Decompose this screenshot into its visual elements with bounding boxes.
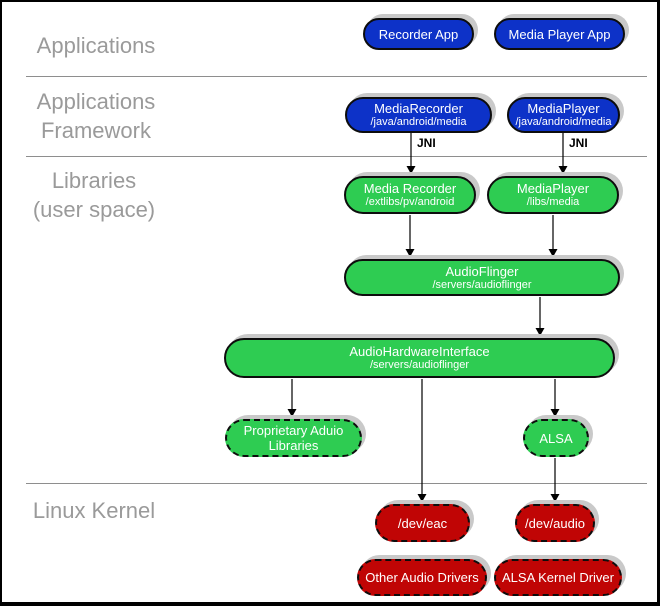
node-media-recorder-lib: Media Recorder /extlibs/pv/android: [344, 176, 476, 214]
layer-label-applications-framework: Applications Framework: [22, 87, 170, 145]
node-media-player-app: Media Player App: [494, 18, 625, 50]
node-title-line2: Libraries: [268, 438, 319, 453]
layer-divider: [26, 483, 647, 484]
node-title: Other Audio Drivers: [365, 570, 479, 585]
node-title: MediaPlayer: [527, 101, 600, 116]
node-title: ALSA Kernel Driver: [502, 570, 614, 585]
node-dev-audio: /dev/audio: [515, 504, 595, 542]
node-recorder-app: Recorder App: [363, 18, 474, 50]
node-title: AudioFlinger: [445, 263, 519, 279]
node-title: MediaPlayer: [516, 181, 590, 196]
node-path: /servers/audioflinger: [432, 278, 532, 291]
node-title: Media Player App: [508, 26, 611, 42]
layer-label-line: Applications: [36, 33, 156, 58]
node-title: /dev/audio: [525, 515, 585, 531]
layer-label-libraries-user-space: Libraries (user space): [18, 166, 170, 224]
layer-divider: [26, 156, 647, 157]
node-path: /java/android/media: [515, 116, 612, 128]
node-title: ALSA: [539, 430, 573, 446]
node-audioflinger: AudioFlinger /servers/audioflinger: [344, 259, 620, 296]
layer-divider: [26, 76, 647, 77]
node-mediaplayer-lib: MediaPlayer /libs/media: [487, 176, 619, 214]
node-title: Recorder App: [378, 26, 459, 42]
layer-label-line: Applications: [36, 89, 156, 114]
layer-label-line: Framework: [40, 118, 151, 143]
jni-label-right: JNI: [569, 136, 588, 150]
node-title: /dev/eac: [397, 515, 448, 531]
node-path: /java/android/media: [370, 116, 467, 128]
node-path: /servers/audioflinger: [369, 359, 470, 371]
layer-label-line: Libraries: [51, 168, 137, 193]
node-proprietary-audio-libraries: Proprietary Aduio Libraries: [225, 419, 362, 457]
node-alsa-kernel-driver: ALSA Kernel Driver: [494, 559, 622, 596]
layer-label-line: Linux Kernel: [32, 498, 156, 523]
jni-label-left: JNI: [417, 136, 436, 150]
node-audiohardwareinterface: AudioHardwareInterface /servers/audiofli…: [224, 338, 615, 378]
node-mediarecorder-framework: MediaRecorder /java/android/media: [345, 97, 492, 133]
node-title: Proprietary Aduio: [243, 423, 344, 438]
node-path: /extlibs/pv/android: [365, 196, 455, 208]
node-other-audio-drivers: Other Audio Drivers: [357, 559, 487, 596]
layer-label-linux-kernel: Linux Kernel: [18, 496, 170, 525]
node-mediaplayer-framework: MediaPlayer /java/android/media: [507, 97, 620, 133]
node-alsa: ALSA: [523, 419, 589, 457]
layer-label-applications: Applications: [22, 31, 170, 60]
node-title: Media Recorder: [363, 181, 457, 196]
node-title: MediaRecorder: [374, 101, 463, 116]
node-path: /libs/media: [526, 196, 580, 208]
node-title: AudioHardwareInterface: [349, 344, 490, 359]
node-dev-eac: /dev/eac: [375, 504, 470, 542]
layer-label-line: (user space): [32, 197, 156, 222]
